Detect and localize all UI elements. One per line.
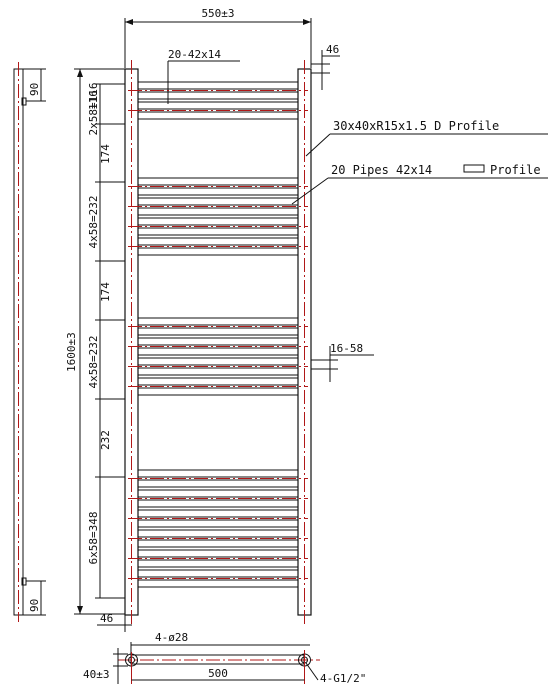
pipe xyxy=(137,187,299,196)
side-offset-top-dimension: 46 xyxy=(311,43,340,90)
pipe xyxy=(137,387,299,396)
pipe xyxy=(137,337,299,346)
top-pipe-annotation: 20-42x14 xyxy=(167,48,240,104)
segment-label: 232 xyxy=(99,430,112,450)
segment-label: 4x58=232 xyxy=(87,336,100,389)
pipe xyxy=(137,479,299,488)
pipe xyxy=(137,247,299,256)
pipe xyxy=(137,509,299,518)
pipe xyxy=(137,207,299,216)
pipe xyxy=(137,101,299,110)
pipe xyxy=(137,367,299,376)
pipe xyxy=(137,81,299,90)
profile-annotations: 30x40xR15x1.5 D Profile 20 Pipes 42x14 P… xyxy=(291,119,548,205)
side-offset-bottom-dimension: 46 xyxy=(97,612,132,632)
pipe xyxy=(137,327,299,336)
pipe xyxy=(137,227,299,236)
pipe xyxy=(137,217,299,226)
overall-width-dimension: 550±3 xyxy=(124,7,312,68)
pipe-profile-icon xyxy=(463,164,485,173)
pitch-label: 16-58 xyxy=(330,342,363,355)
pipe xyxy=(137,91,299,100)
pipe xyxy=(137,111,299,120)
pipe xyxy=(137,579,299,588)
pipe xyxy=(137,539,299,548)
top-pipe-label: 20-42x14 xyxy=(168,48,221,61)
pipe xyxy=(137,357,299,366)
segment-label: 174 xyxy=(99,144,112,164)
pipe xyxy=(137,469,299,478)
overall-height-dimension: 1600±3 xyxy=(65,68,125,615)
pipes-profile-word: Profile xyxy=(490,163,541,177)
holes-label: 4-ø28 xyxy=(155,631,188,644)
segment-label: 4x58=232 xyxy=(87,196,100,249)
end-cap-top-label: 90 xyxy=(28,83,41,96)
pipe xyxy=(137,489,299,498)
pipe xyxy=(137,569,299,578)
overall-height-label: 1600±3 xyxy=(65,332,78,372)
overall-width-label: 550±3 xyxy=(201,7,234,20)
segment-chain: 116 2x58=116 174 4x58=232 174 4x58=232 2… xyxy=(87,83,125,599)
pipe xyxy=(137,317,299,326)
pipe xyxy=(137,559,299,568)
pipe xyxy=(137,549,299,558)
side-offset-top-label: 46 xyxy=(326,43,339,56)
segment-label: 6x58=348 xyxy=(87,512,100,565)
pitch-dimension: 16-58 xyxy=(311,342,374,382)
pipe xyxy=(137,377,299,386)
pipe xyxy=(137,177,299,186)
pipe xyxy=(137,237,299,246)
pipe xyxy=(137,519,299,528)
connections-label: 4-G1/2" xyxy=(320,672,366,685)
side-offset-bottom-label: 46 xyxy=(100,612,113,625)
pipes-count-label: 20 Pipes 42x14 xyxy=(331,163,432,177)
segment-label: 174 xyxy=(99,282,112,302)
end-cap-bottom-label: 90 xyxy=(28,599,41,612)
pipe xyxy=(137,529,299,538)
center-distance-label: 500 xyxy=(208,667,228,680)
pipe xyxy=(137,499,299,508)
segment-label: 2x58=116 xyxy=(87,83,100,136)
profile-label: 30x40xR15x1.5 D Profile xyxy=(333,119,499,133)
segment-label: 116 xyxy=(87,90,100,110)
side-view: 90 90 xyxy=(13,62,46,622)
pipe xyxy=(137,197,299,206)
pipe xyxy=(137,347,299,356)
top-view: 4-ø28 500 40±3 4-G1/2" xyxy=(83,631,366,685)
depth-label: 40±3 xyxy=(83,668,110,681)
radiator-front-view xyxy=(124,60,312,624)
